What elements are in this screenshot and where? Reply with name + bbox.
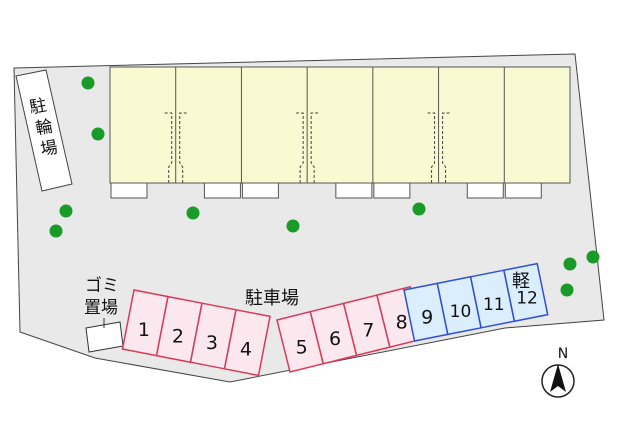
tree <box>412 202 426 216</box>
balconies <box>110 182 542 199</box>
parking-space-number: 11 <box>483 295 505 315</box>
tree <box>286 219 300 233</box>
bicycle-parking-label-2: 輪 <box>34 117 54 140</box>
trees <box>49 76 600 297</box>
parking-space-number: 9 <box>421 306 433 328</box>
unit-doors <box>164 112 450 183</box>
entrance-outline <box>310 112 319 183</box>
balcony <box>110 182 148 199</box>
tree <box>560 283 574 297</box>
tree <box>91 127 105 141</box>
building-body <box>109 66 571 184</box>
parking-space-number: 5 <box>296 336 308 358</box>
parking-space-number: 12 <box>516 289 538 309</box>
balcony <box>241 182 279 199</box>
parking-space-number: 2 <box>172 325 184 347</box>
garbage-area: ゴミ 置場 <box>84 275 124 353</box>
garbage-area-label-1: ゴミ <box>85 275 119 296</box>
north-label: N <box>558 346 568 362</box>
balcony <box>466 182 504 199</box>
north-arrow: N <box>541 346 575 398</box>
balcony <box>373 182 411 199</box>
parking-space-number: 10 <box>450 302 472 322</box>
tree <box>59 204 73 218</box>
entrance-outline <box>296 112 304 183</box>
balcony <box>504 182 542 199</box>
garbage-area-label-2: 置場 <box>84 298 118 318</box>
parking-space-12 <box>503 262 549 323</box>
bicycle-parking: 駐 輪 場 <box>15 69 73 192</box>
parking-space-number: 8 <box>396 311 408 333</box>
balcony <box>203 182 241 199</box>
unit-dividers <box>175 67 505 183</box>
parking-space-number: 1 <box>138 319 150 341</box>
apartment-building <box>109 66 571 199</box>
parking-space-number: 7 <box>362 320 374 342</box>
tree <box>186 206 200 220</box>
parking-space-4 <box>223 308 271 377</box>
entrance-outline <box>179 112 187 183</box>
entrance-outline <box>442 112 450 183</box>
balcony <box>335 182 373 199</box>
tree <box>49 224 63 238</box>
kei-car-label: 軽 <box>512 271 530 292</box>
tree <box>563 257 577 271</box>
bicycle-parking-label-1: 駐 <box>28 96 48 119</box>
bicycle-parking-label-3: 場 <box>39 138 59 161</box>
entrance-outline <box>427 112 436 183</box>
tree <box>81 76 95 90</box>
parking-lot-label: 駐車場 <box>245 288 299 309</box>
entrance-outline <box>164 112 173 183</box>
parking-space-number: 4 <box>240 339 252 361</box>
tree <box>586 250 600 264</box>
parking-space-number: 6 <box>329 328 341 350</box>
parking-space-number: 3 <box>206 332 218 354</box>
